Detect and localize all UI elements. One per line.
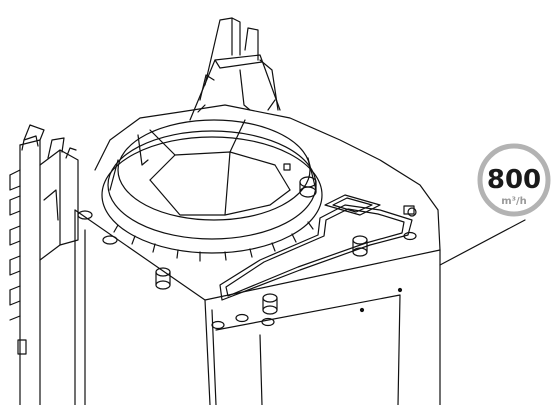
rear-upright-bracket bbox=[189, 17, 281, 121]
leader-line bbox=[439, 219, 526, 266]
badge-unit: m³/h bbox=[501, 196, 527, 207]
gasket-channel bbox=[219, 194, 415, 301]
mounting-posts bbox=[77, 176, 417, 330]
airflow-badge: 800 m³/h bbox=[477, 143, 551, 217]
housing-body bbox=[74, 104, 441, 405]
left-rail-bracket bbox=[9, 124, 79, 405]
badge-ring bbox=[477, 143, 551, 217]
duct-collar bbox=[101, 119, 323, 262]
badge-value: 800 bbox=[487, 165, 541, 195]
